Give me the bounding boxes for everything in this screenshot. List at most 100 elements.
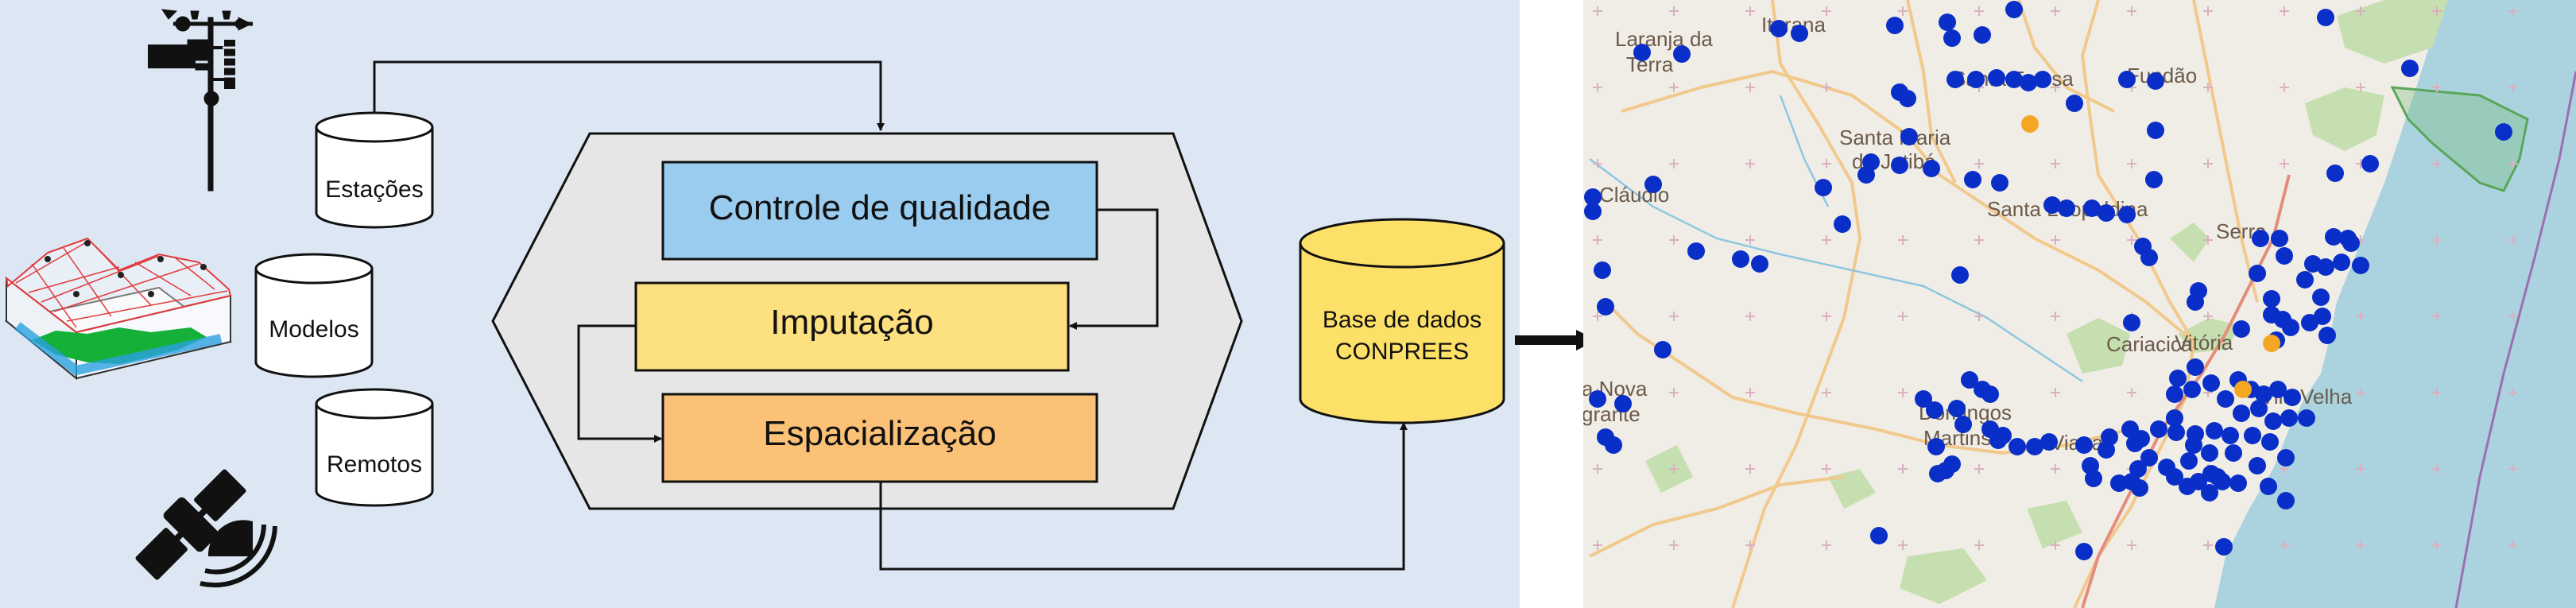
station-point[interactable] <box>2263 290 2280 308</box>
station-point[interactable] <box>2298 409 2315 427</box>
station-point[interactable] <box>2043 196 2061 214</box>
station-point[interactable] <box>2401 60 2419 77</box>
station-point[interactable] <box>2233 405 2250 422</box>
station-point[interactable] <box>2269 381 2287 398</box>
station-point[interactable] <box>2296 271 2314 289</box>
station-point-highlight[interactable] <box>2021 115 2039 133</box>
station-point[interactable] <box>2147 122 2164 139</box>
station-point[interactable] <box>2495 123 2512 141</box>
station-point[interactable] <box>1943 29 1961 47</box>
station-point[interactable] <box>2361 155 2379 172</box>
station-point[interactable] <box>2026 438 2043 455</box>
station-point[interactable] <box>2005 71 2023 88</box>
station-point[interactable] <box>2058 199 2075 217</box>
station-point[interactable] <box>1929 465 1947 482</box>
station-point[interactable] <box>2250 400 2268 417</box>
station-point[interactable] <box>2342 234 2360 252</box>
station-point[interactable] <box>1899 90 1916 107</box>
station-point[interactable] <box>1654 341 1671 358</box>
station-point[interactable] <box>2101 428 2118 446</box>
station-point[interactable] <box>2252 230 2269 247</box>
station-point[interactable] <box>2326 165 2344 182</box>
station-point[interactable] <box>2009 438 2026 455</box>
station-point[interactable] <box>2187 358 2204 376</box>
station-point[interactable] <box>1923 160 1940 177</box>
station-point[interactable] <box>1673 45 1691 63</box>
station-point[interactable] <box>2215 538 2233 556</box>
station-point[interactable] <box>2140 249 2158 266</box>
station-point[interactable] <box>2185 436 2202 454</box>
station-point[interactable] <box>2233 320 2250 338</box>
station-point[interactable] <box>2034 71 2051 88</box>
station-point[interactable] <box>2140 449 2158 467</box>
station-point[interactable] <box>2318 327 2336 344</box>
station-point[interactable] <box>1594 261 1611 279</box>
station-point[interactable] <box>2075 436 2093 454</box>
station-point[interactable] <box>2118 71 2136 88</box>
station-point[interactable] <box>2202 465 2220 482</box>
station-point[interactable] <box>1989 432 2007 449</box>
station-point[interactable] <box>2284 389 2301 406</box>
station-point[interactable] <box>2085 470 2102 487</box>
station-point[interactable] <box>1597 298 1614 316</box>
station-point[interactable] <box>1886 17 1904 34</box>
station-point[interactable] <box>2098 204 2115 222</box>
station-point[interactable] <box>1584 203 1602 220</box>
station-point[interactable] <box>2183 381 2201 398</box>
station-point-highlight[interactable] <box>2234 381 2252 398</box>
station-point[interactable] <box>1974 26 1991 44</box>
station-point[interactable] <box>2075 543 2093 560</box>
station-point[interactable] <box>1915 390 1932 408</box>
station-point[interactable] <box>2118 206 2136 223</box>
station-point[interactable] <box>1857 166 1875 184</box>
station-point[interactable] <box>2147 72 2164 90</box>
station-point[interactable] <box>2261 433 2279 451</box>
station-point[interactable] <box>1991 174 2009 192</box>
station-point[interactable] <box>2187 293 2204 311</box>
station-point[interactable] <box>2126 435 2144 452</box>
station-point[interactable] <box>1815 179 1832 196</box>
station-point[interactable] <box>1988 69 2005 87</box>
station-point[interactable] <box>2217 390 2234 408</box>
station-point[interactable] <box>1751 255 1768 273</box>
station-point[interactable] <box>1687 242 1705 260</box>
station-point[interactable] <box>2276 247 2293 265</box>
station-point[interactable] <box>2167 424 2185 441</box>
station-point[interactable] <box>2202 374 2220 392</box>
station-point[interactable] <box>2005 1 2023 18</box>
station-point[interactable] <box>2169 370 2187 387</box>
station-point[interactable] <box>2282 319 2299 336</box>
station-point[interactable] <box>1644 176 1662 193</box>
station-point[interactable] <box>2066 95 2083 112</box>
station-point[interactable] <box>1954 416 1972 433</box>
station-point[interactable] <box>1947 71 1964 88</box>
station-point[interactable] <box>2145 171 2163 188</box>
station-point[interactable] <box>2244 427 2261 444</box>
station-point[interactable] <box>1939 14 1956 31</box>
station-point[interactable] <box>2314 308 2331 325</box>
station-point[interactable] <box>2352 257 2369 274</box>
station-point[interactable] <box>2180 452 2198 470</box>
station-point[interactable] <box>2264 412 2282 430</box>
station-point[interactable] <box>2150 420 2167 438</box>
station-point[interactable] <box>2317 258 2334 276</box>
station-point[interactable] <box>1891 157 1908 174</box>
station-point[interactable] <box>2271 230 2288 247</box>
station-point[interactable] <box>1770 20 1788 37</box>
station-point[interactable] <box>1589 390 1606 408</box>
station-point[interactable] <box>2083 199 2101 217</box>
station-point[interactable] <box>2325 228 2342 246</box>
station-point[interactable] <box>2277 449 2295 467</box>
station-point[interactable] <box>2249 457 2266 474</box>
station-point[interactable] <box>1732 250 1749 268</box>
station-point[interactable] <box>2201 444 2218 462</box>
station-point[interactable] <box>1584 188 1602 206</box>
station-point[interactable] <box>2277 492 2295 509</box>
station-point[interactable] <box>2190 473 2207 490</box>
station-point[interactable] <box>2206 422 2223 440</box>
station-point[interactable] <box>2040 433 2058 451</box>
station-point[interactable] <box>2255 385 2272 403</box>
station-point[interactable] <box>1791 25 1808 42</box>
station-point[interactable] <box>2166 385 2183 403</box>
station-point[interactable] <box>2333 254 2350 271</box>
